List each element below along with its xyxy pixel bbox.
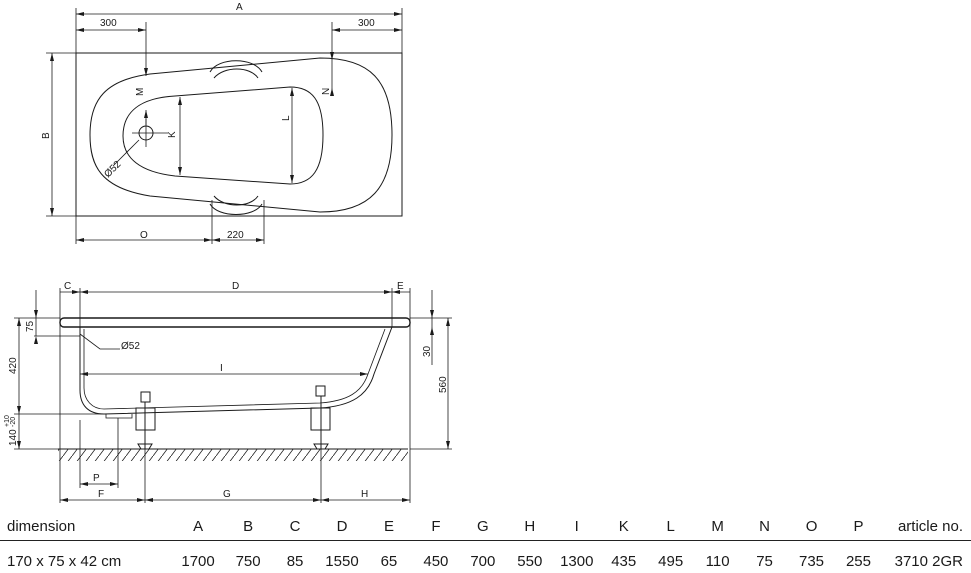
label-420: 420 [8,357,19,374]
header-C: C [272,512,319,541]
header-article-no: article no. [882,512,971,541]
header-I: I [553,512,600,541]
cell-M: 110 [694,541,741,573]
cell-G: 700 [459,541,506,573]
tub-foot-left [136,392,155,449]
cell-N: 75 [741,541,788,573]
label-D: D [232,281,239,292]
label-A: A [236,2,243,13]
label-560: 560 [438,376,449,393]
label-drain-side: Ø52 [121,341,140,352]
header-K: K [600,512,647,541]
label-H: H [361,489,368,500]
label-F: F [98,489,104,500]
label-tol-minus: -20 [10,417,17,427]
dimension-table: dimension A B C D E F G H I K L M N O P … [0,512,971,573]
top-view: A 300 300 B M N K [41,2,402,244]
header-E: E [365,512,412,541]
tub-foot-right [311,386,330,449]
header-O: O [788,512,835,541]
header-L: L [647,512,694,541]
cell-L: 495 [647,541,694,573]
tub-outline-top [76,53,402,216]
cell-D: 1550 [319,541,366,573]
header-G: G [459,512,506,541]
header-N: N [741,512,788,541]
label-K: K [167,131,178,138]
cell-dimension: 170 x 75 x 42 cm [0,541,172,573]
label-drain-top: Ø52 [102,159,123,180]
header-F: F [412,512,459,541]
label-300-right: 300 [358,18,375,29]
cell-K: 435 [600,541,647,573]
cell-I: 1300 [553,541,600,573]
label-N: N [321,88,332,95]
label-75: 75 [25,320,36,332]
cell-A: 1700 [172,541,225,573]
cell-E: 65 [365,541,412,573]
label-P: P [93,473,100,484]
cell-C: 85 [272,541,319,573]
label-E: E [397,281,404,292]
handle-grip-top [214,69,258,78]
header-dimension: dimension [0,512,172,541]
header-P: P [835,512,882,541]
label-30: 30 [422,345,433,357]
table-row: 170 x 75 x 42 cm 1700 750 85 1550 65 450… [0,541,971,573]
floor-hatch [58,449,408,461]
header-D: D [319,512,366,541]
label-B: B [41,132,52,139]
header-A: A [172,512,225,541]
cell-O: 735 [788,541,835,573]
cell-F: 450 [412,541,459,573]
header-M: M [694,512,741,541]
cell-P: 255 [835,541,882,573]
cell-B: 750 [225,541,272,573]
cell-H: 550 [506,541,553,573]
label-140: 140 [8,429,19,446]
label-O: O [140,230,148,241]
label-300-left: 300 [100,18,117,29]
header-H: H [506,512,553,541]
side-view: C D E I Ø52 75 420 140 +10 -20 [4,281,452,503]
technical-drawing: A 300 300 B M N K [0,0,971,512]
label-220: 220 [227,230,244,241]
label-M: M [135,88,146,96]
label-I: I [220,363,223,374]
table-header-row: dimension A B C D E F G H I K L M N O P … [0,512,971,541]
label-C: C [64,281,71,292]
tub-rim-side [60,318,410,327]
label-G: G [223,489,231,500]
header-B: B [225,512,272,541]
label-L: L [281,115,292,121]
tub-rim-top [90,58,392,212]
cell-article-no: 3710 2GR [882,541,971,573]
